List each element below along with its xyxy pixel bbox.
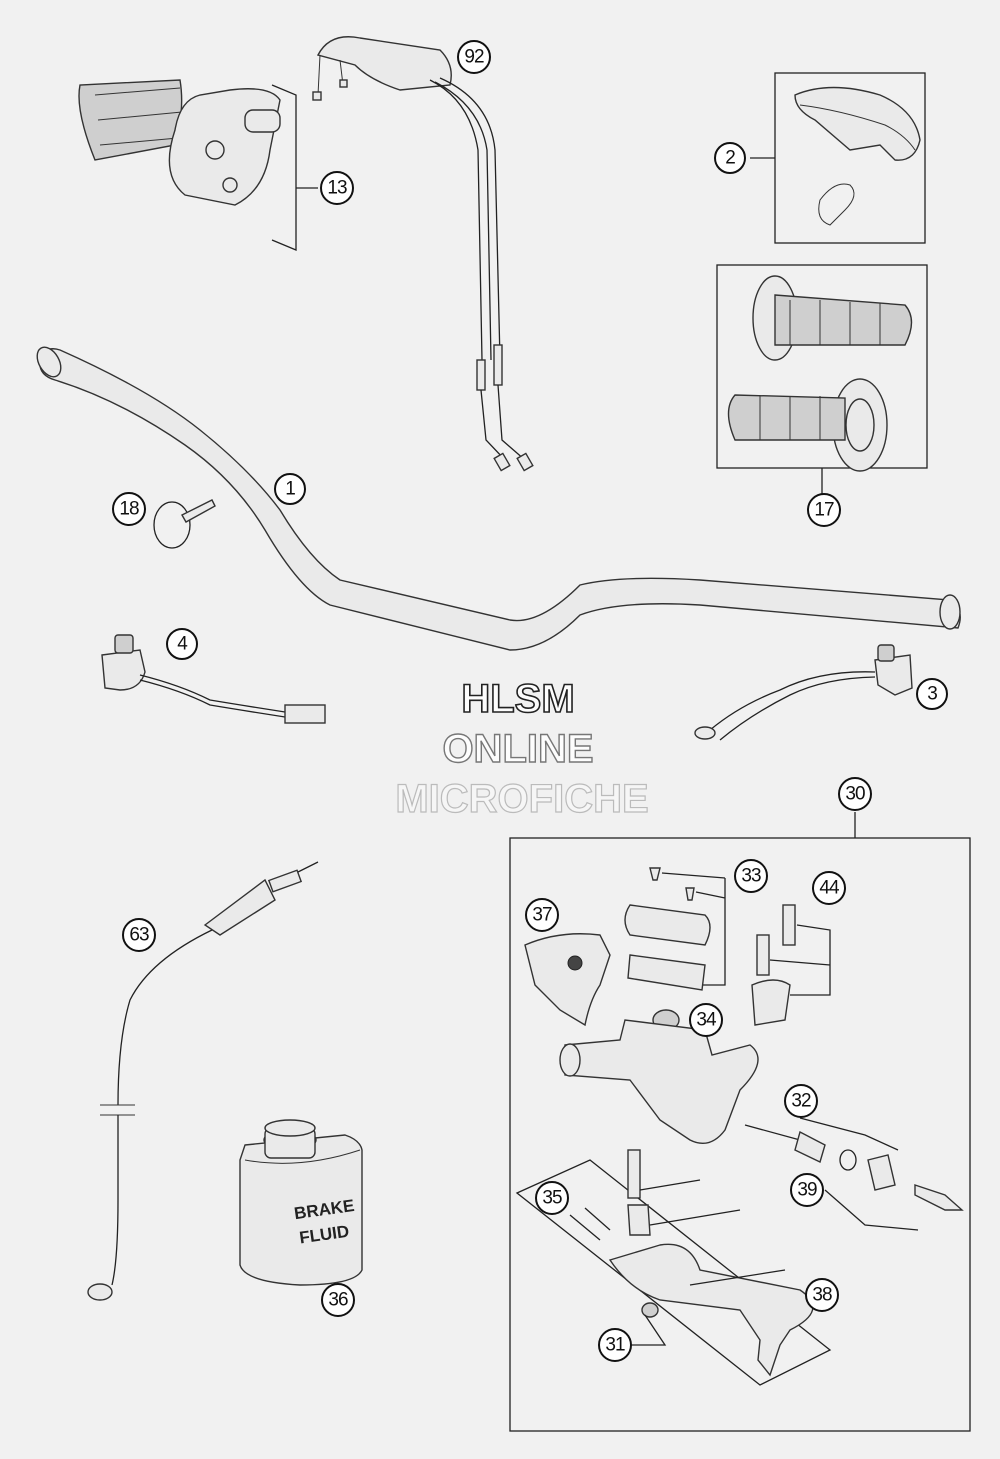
callout-2[interactable]: 2 xyxy=(714,142,746,174)
svg-text:2: 2 xyxy=(725,148,735,169)
callout-92[interactable]: 92 xyxy=(457,40,491,74)
callout-36[interactable]: 36 xyxy=(321,1283,355,1317)
svg-text:63: 63 xyxy=(129,925,149,946)
callout-34[interactable]: 34 xyxy=(689,1003,723,1037)
callout-18[interactable]: 18 xyxy=(112,492,146,526)
svg-text:92: 92 xyxy=(464,47,484,68)
brake-line-illustration xyxy=(87,861,319,1301)
callout-13[interactable]: 13 xyxy=(320,171,354,205)
svg-text:32: 32 xyxy=(791,1091,811,1112)
svg-text:36: 36 xyxy=(328,1290,348,1311)
switch-left-illustration xyxy=(101,634,326,724)
throttle-grip-illustration xyxy=(78,79,297,251)
switch-right-illustration xyxy=(694,644,913,741)
callout-30[interactable]: 30 xyxy=(838,777,872,811)
svg-text:13: 13 xyxy=(327,178,347,199)
svg-text:44: 44 xyxy=(819,878,840,899)
cable-tie-illustration xyxy=(153,499,216,549)
watermark-line2: ONLINE xyxy=(442,727,593,771)
svg-text:18: 18 xyxy=(119,499,139,520)
svg-text:31: 31 xyxy=(605,1335,625,1356)
master-cylinder-group xyxy=(509,812,971,1432)
svg-text:38: 38 xyxy=(812,1285,832,1306)
watermark-line3: MICROFICHE xyxy=(395,777,648,821)
svg-text:37: 37 xyxy=(532,905,552,926)
svg-text:17: 17 xyxy=(814,500,834,521)
callout-32[interactable]: 32 xyxy=(784,1084,818,1118)
svg-text:33: 33 xyxy=(741,866,761,887)
callout-35[interactable]: 35 xyxy=(535,1181,569,1215)
svg-text:1: 1 xyxy=(285,479,295,500)
watermark-line1: HLSM xyxy=(461,677,574,721)
callout-33[interactable]: 33 xyxy=(734,859,768,893)
svg-text:4: 4 xyxy=(177,634,188,655)
callout-44[interactable]: 44 xyxy=(812,871,846,905)
callout-3[interactable]: 3 xyxy=(916,678,948,710)
hand-guard-box xyxy=(774,72,926,244)
callout-31[interactable]: 31 xyxy=(598,1328,632,1362)
callout-1[interactable]: 1 xyxy=(274,473,306,505)
svg-text:35: 35 xyxy=(542,1188,562,1209)
callout-39[interactable]: 39 xyxy=(790,1173,824,1207)
callout-4[interactable]: 4 xyxy=(166,628,198,660)
svg-text:30: 30 xyxy=(845,784,865,805)
svg-text:34: 34 xyxy=(696,1010,717,1031)
callout-17[interactable]: 17 xyxy=(807,493,841,527)
callout-63[interactable]: 63 xyxy=(122,918,156,952)
svg-text:39: 39 xyxy=(797,1180,817,1201)
callout-37[interactable]: 37 xyxy=(525,898,559,932)
svg-text:3: 3 xyxy=(927,684,937,705)
handlebar-illustration xyxy=(36,346,961,651)
throttle-cables-illustration xyxy=(312,36,534,472)
watermark: HLSM ONLINE MICROFICHE xyxy=(395,676,650,821)
grips-box xyxy=(716,264,928,472)
brake-fluid-bottle: BRAKE FLUID xyxy=(239,1119,363,1286)
callout-38[interactable]: 38 xyxy=(805,1278,839,1312)
